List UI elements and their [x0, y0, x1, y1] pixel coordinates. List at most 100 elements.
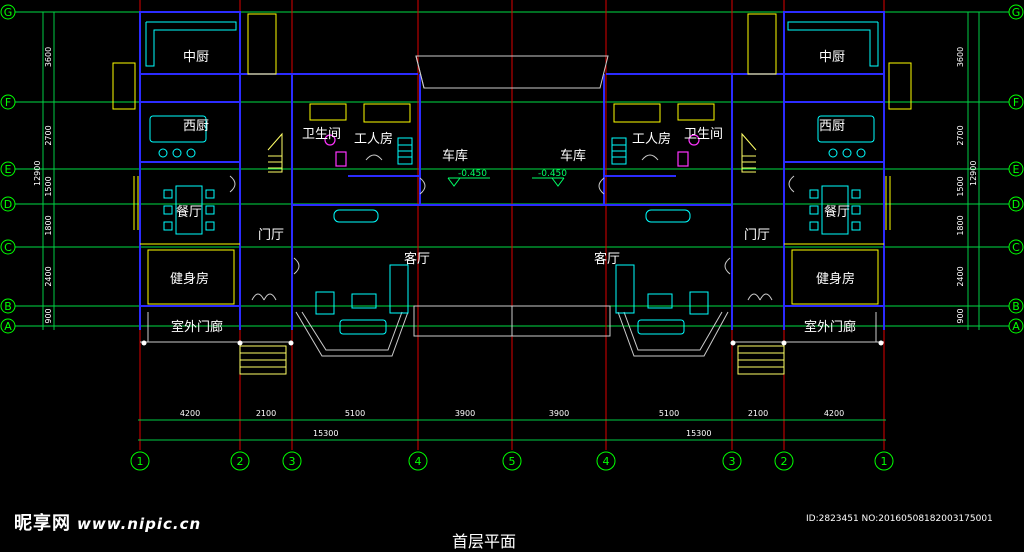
row-axis-circle	[1008, 94, 1024, 110]
label-porch-right: 室外门廊	[804, 319, 856, 335]
column-axis-circle	[230, 451, 250, 471]
label-kitchen-chinese-right: 中厨	[819, 50, 845, 65]
row-dimension-label: 2400	[956, 266, 965, 286]
row-axis-circle	[1008, 298, 1024, 314]
row-dimension-label: 1800	[956, 215, 965, 235]
column-axis-circle	[722, 451, 742, 471]
row-axis-label: G	[4, 6, 13, 19]
row-axis-circle	[0, 161, 16, 177]
label-porch-left: 室外门廊	[171, 319, 223, 335]
bathroom-fixtures	[309, 103, 715, 123]
porch	[140, 312, 884, 343]
row-dimension-label: 3600	[44, 47, 53, 67]
column-axis-label: 1	[881, 455, 888, 468]
closets	[397, 137, 627, 165]
row-axis-circle	[0, 4, 16, 20]
label-garage-right: 车库	[560, 148, 586, 164]
column-axis-label: 5	[509, 455, 516, 468]
column-axis-circle	[130, 451, 150, 471]
column-axis-label: 1	[137, 455, 144, 468]
floor-plan-drawing: 中厨 中厨 西厨 西厨 卫生间 卫生间 工人房 工人房 车库 车库 餐厅 餐厅 …	[0, 0, 1024, 471]
windows	[112, 13, 912, 305]
column-dimension-label: 3900	[549, 409, 569, 418]
doors	[229, 154, 795, 301]
row-dimension-label: 1500	[44, 176, 53, 196]
column-axis-label: 2	[237, 455, 244, 468]
label-maid-room-left: 工人房	[354, 131, 393, 147]
stairs	[267, 132, 757, 173]
dining-tables	[163, 185, 861, 235]
living-furniture	[315, 209, 709, 335]
column-axis-circle	[774, 451, 794, 471]
row-dimension-label: 2700	[44, 125, 53, 145]
column-axis-label: 3	[729, 455, 736, 468]
row-total-right: 12900	[969, 161, 978, 186]
bottom-dimension-lines	[138, 419, 886, 441]
label-bathroom-left: 卫生间	[302, 127, 341, 142]
label-level-right: -0.450	[538, 169, 567, 179]
row-axis-label: E	[5, 163, 12, 176]
drawing-caption: 首层平面	[452, 532, 517, 551]
col-total-left: 15300	[313, 429, 338, 438]
label-living-left: 客厅	[404, 251, 430, 267]
row-axis-circle	[1008, 239, 1024, 255]
label-bathroom-right: 卫生间	[684, 127, 723, 142]
label-gym-left: 健身房	[170, 271, 209, 287]
row-axis-label: E	[1013, 163, 1020, 176]
row-axis-circle	[1008, 196, 1024, 212]
row-total-left: 12900	[33, 161, 42, 186]
row-axis-circle	[0, 94, 16, 110]
row-axis-circle	[0, 239, 16, 255]
row-axis-label: D	[4, 198, 12, 211]
row-axis-circle	[0, 298, 16, 314]
garage-canopy	[415, 55, 609, 89]
column-dimension-label: 3900	[455, 409, 475, 418]
left-dimension-chain	[42, 12, 55, 330]
bathroom-fixtures-magenta	[324, 134, 700, 167]
label-garage-left: 车库	[442, 148, 468, 164]
column-axis-circle	[596, 451, 616, 471]
level-markers	[447, 177, 565, 187]
row-axis-label: A	[1012, 320, 1020, 333]
column-axis-label: 4	[415, 455, 422, 468]
column-axis-circle	[408, 451, 428, 471]
label-kitchen-chinese-left: 中厨	[183, 50, 209, 65]
row-dimension-label: 900	[956, 308, 965, 323]
row-axis-label: C	[4, 241, 12, 254]
kitchen-counters	[145, 21, 879, 158]
column-axis-label: 4	[603, 455, 610, 468]
row-axis-circle	[0, 318, 16, 334]
column-dimension-labels: 4200 2100 5100 3900 3900 5100 2100 4200	[180, 409, 844, 418]
label-gym-right: 健身房	[816, 271, 855, 287]
column-dimension-label: 2100	[748, 409, 768, 418]
entry-steps	[239, 345, 785, 375]
label-dining-left: 餐厅	[176, 204, 202, 220]
watermark-url: www.nipic.cn	[77, 515, 202, 533]
label-kitchen-western-left: 西厨	[183, 119, 209, 134]
column-dimension-label: 4200	[824, 409, 844, 418]
garage-front	[413, 305, 611, 337]
column-axis-circle	[282, 451, 302, 471]
column-dimension-label: 5100	[345, 409, 365, 418]
column-dimension-label: 2100	[256, 409, 276, 418]
column-dimension-label: 4200	[180, 409, 200, 418]
column-axis-label: 3	[289, 455, 296, 468]
row-axis-circle	[1008, 161, 1024, 177]
row-axis-label: F	[5, 96, 11, 109]
row-axis-circle	[0, 196, 16, 212]
label-kitchen-western-right: 西厨	[819, 119, 845, 134]
row-axis-label: C	[1012, 241, 1020, 254]
label-maid-room-right: 工人房	[632, 131, 671, 147]
row-axis-label: B	[1012, 300, 1020, 313]
label-dining-right: 餐厅	[824, 204, 850, 220]
column-axis-circle	[874, 451, 894, 471]
column-axis-label: 2	[781, 455, 788, 468]
column-dimension-label: 5100	[659, 409, 679, 418]
col-total-right: 15300	[686, 429, 711, 438]
row-dimension-label: 2700	[956, 125, 965, 145]
row-axis-label: D	[1012, 198, 1020, 211]
label-foyer-left: 门厅	[258, 228, 284, 243]
